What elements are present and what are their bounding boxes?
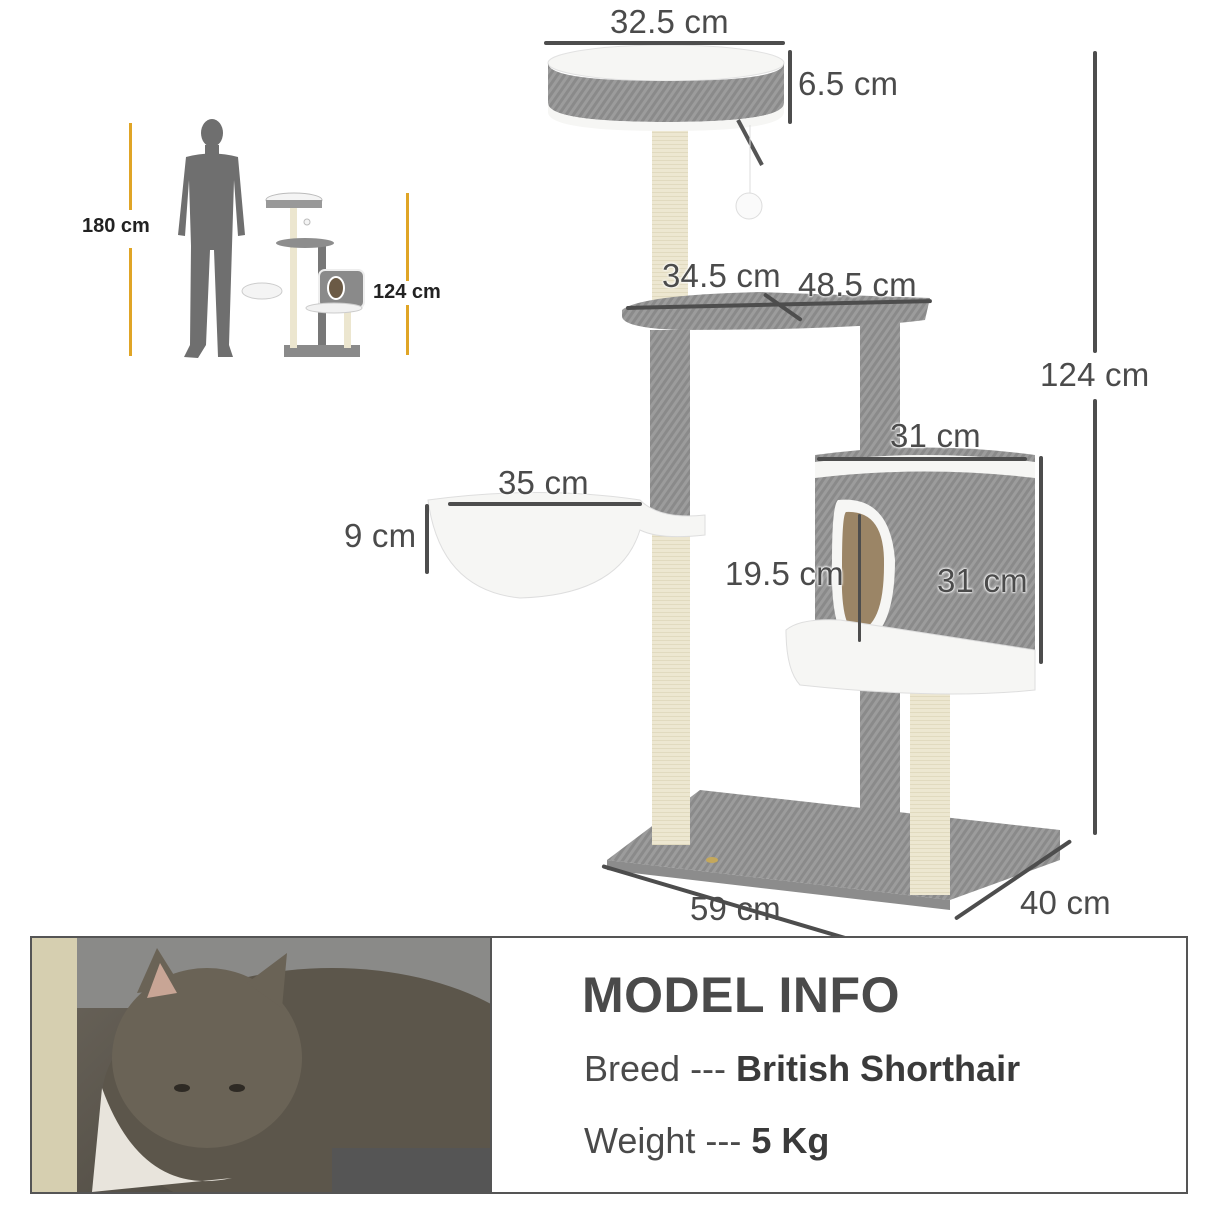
top-perch-width-label: 32.5 cm (610, 3, 729, 40)
condo-width-label: 31 cm (890, 417, 981, 454)
base-width-label: 59 cm (690, 890, 781, 927)
top-perch-height-label: 6.5 cm (798, 65, 899, 102)
cat-illustration-icon (32, 938, 490, 1192)
tree-height-label: 124 cm (373, 281, 441, 303)
model-info-title: MODEL INFO (582, 967, 900, 1023)
hammock-depth-line (425, 504, 429, 574)
total-height-line-bottom (1093, 399, 1097, 835)
person-height-line-top (129, 123, 132, 210)
top-perch-height-line (788, 50, 792, 124)
tree-height-line-top (406, 193, 409, 281)
condo-width-line (817, 457, 1027, 461)
total-height-label: 124 cm (1040, 356, 1150, 393)
middle-platform-width-label: 48.5 cm (798, 266, 917, 303)
cat-photo (32, 938, 492, 1192)
condo-height-label: 31 cm (937, 562, 1028, 599)
breed-value: British Shorthair (736, 1048, 1021, 1089)
weight-label: Weight --- (584, 1120, 752, 1161)
hammock-depth-label: 9 cm (344, 517, 417, 554)
hammock-width-label: 35 cm (498, 464, 589, 501)
person-height-label: 180 cm (82, 215, 150, 237)
condo-entrance-height-label: 19.5 cm (725, 555, 844, 592)
hammock-width-line (448, 502, 642, 506)
total-height-line-top (1093, 51, 1097, 353)
top-perch-width-line (544, 41, 785, 45)
base-depth-label: 40 cm (1020, 884, 1111, 921)
person-height-line-bottom (129, 248, 132, 356)
model-info-panel: MODEL INFO Breed --- British Shorthair W… (30, 936, 1188, 1194)
tree-height-line-bottom (406, 305, 409, 355)
breed-label: Breed --- (584, 1048, 737, 1089)
middle-platform-depth-line (762, 292, 803, 323)
breed-row: Breed --- British Shorthair (584, 1048, 1020, 1090)
condo-entrance-height-line (858, 514, 861, 642)
weight-value: 5 Kg (751, 1120, 830, 1161)
weight-row: Weight --- 5 Kg (584, 1120, 829, 1162)
condo-height-line (1039, 456, 1043, 664)
middle-platform-depth-label: 34.5 cm (662, 257, 781, 294)
